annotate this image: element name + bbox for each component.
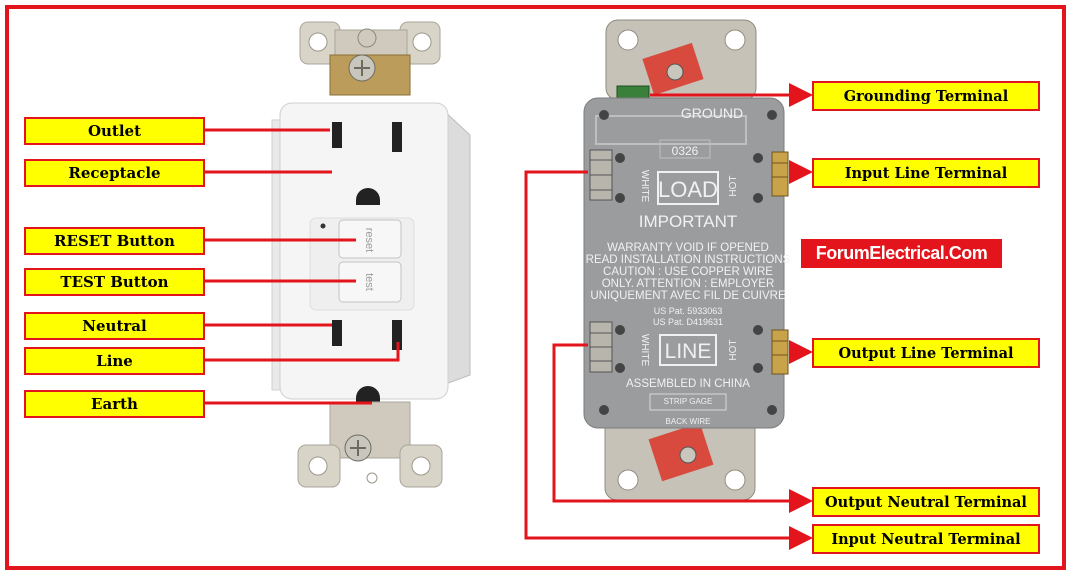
input-line-screw (771, 151, 789, 197)
front-arrows (184, 118, 400, 415)
important-text: IMPORTANT (639, 212, 738, 231)
top-mounting-ear (299, 21, 441, 96)
patent-2: US Pat. D419631 (653, 317, 723, 327)
label-output-line-terminal: Output Line Terminal (812, 338, 1040, 368)
front-receptacle: reset test (271, 21, 471, 488)
label-reset-button: RESET Button (24, 227, 205, 255)
label-earth: Earth (24, 390, 205, 418)
warranty-line-4: ONLY. ATTENTION : EMPLOYER (602, 278, 775, 290)
output-neutral-arrow (552, 343, 813, 513)
label-output-neutral-terminal: Output Neutral Terminal (812, 487, 1040, 517)
label-neutral: Neutral (24, 312, 205, 340)
input-neutral-screw (589, 149, 613, 201)
code-text: 0326 (672, 144, 699, 158)
label-test-button: TEST Button (24, 268, 205, 296)
warranty-line-1: WARRANTY VOID IF OPENED (607, 242, 769, 254)
diagram-frame (5, 5, 1066, 570)
ground-text: GROUND (681, 105, 743, 121)
assembled-text: ASSEMBLED IN CHINA (626, 378, 750, 390)
test-button-label: test (363, 273, 375, 291)
hot-text-1: HOT (728, 175, 739, 196)
output-line-screw (771, 329, 789, 375)
hot-text-2: HOT (728, 339, 739, 360)
label-input-line-terminal: Input Line Terminal (812, 158, 1040, 188)
brand-banner: ForumElectrical.Com (801, 239, 1002, 268)
back-receptacle: GROUND 0326 WHITE HOT LOAD IMPORTANT WAR… (583, 19, 791, 501)
output-neutral-screw (589, 321, 613, 373)
warranty-line-3: CAUTION : USE COPPER WIRE (603, 266, 773, 278)
reset-button-label: reset (363, 228, 375, 252)
warranty-line-5: UNIQUEMENT AVEC FIL DE CUIVRE (590, 290, 786, 302)
strip-gage-text: STRIP GAGE (664, 397, 713, 406)
back-arrows (524, 83, 813, 550)
label-outlet: Outlet (24, 117, 205, 145)
label-line: Line (24, 347, 205, 375)
line-arrow (184, 342, 400, 372)
back-wire-text: BACK WIRE (666, 417, 711, 426)
line-text: LINE (665, 340, 712, 363)
patent-1: US Pat. 5933063 (654, 306, 723, 316)
bottom-mounting-ear (297, 401, 443, 488)
label-input-neutral-terminal: Input Neutral Terminal (812, 524, 1040, 554)
warranty-line-2: READ INSTALLATION INSTRUCTIONS (586, 254, 791, 266)
label-receptacle: Receptacle (24, 159, 205, 187)
load-text: LOAD (658, 177, 718, 202)
input-neutral-arrow (524, 170, 813, 550)
white-text-2: WHITE (639, 334, 650, 367)
white-text-1: WHITE (639, 170, 650, 203)
label-grounding-terminal: Grounding Terminal (812, 81, 1040, 111)
